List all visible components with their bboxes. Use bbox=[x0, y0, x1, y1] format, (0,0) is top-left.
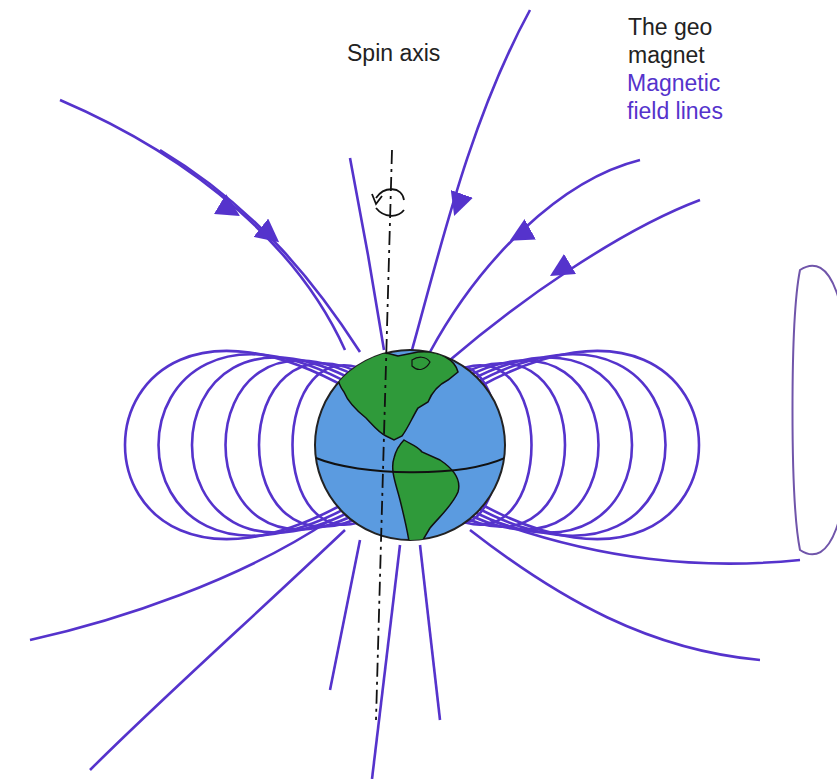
field-line bbox=[470, 530, 760, 660]
legend-label: Magnetic field lines bbox=[627, 70, 737, 125]
rotation-arrowhead bbox=[372, 194, 382, 204]
text-label: Spin axis bbox=[347, 40, 457, 68]
field-line bbox=[420, 545, 440, 720]
field-lines bbox=[30, 10, 800, 779]
field-line bbox=[477, 351, 699, 539]
field-line bbox=[90, 530, 345, 770]
field-arrow bbox=[519, 234, 521, 235]
spin-axis bbox=[376, 150, 392, 720]
field-line bbox=[160, 150, 360, 352]
field-arrow bbox=[456, 204, 459, 206]
continents bbox=[316, 352, 505, 556]
field-arrow bbox=[229, 209, 231, 210]
field-line bbox=[30, 520, 330, 640]
field-line bbox=[125, 351, 347, 539]
field-line bbox=[60, 100, 345, 350]
field-arrow bbox=[269, 234, 271, 236]
partial-loop bbox=[793, 266, 837, 555]
field-line bbox=[450, 200, 700, 360]
field-line bbox=[430, 160, 640, 352]
field-line bbox=[330, 540, 360, 690]
rotation-arrow bbox=[376, 208, 404, 216]
text-label: The geo magnet bbox=[628, 14, 728, 69]
field-line bbox=[372, 545, 400, 779]
field-arrow bbox=[559, 269, 561, 270]
field-line bbox=[490, 520, 800, 564]
field-line bbox=[350, 158, 384, 350]
